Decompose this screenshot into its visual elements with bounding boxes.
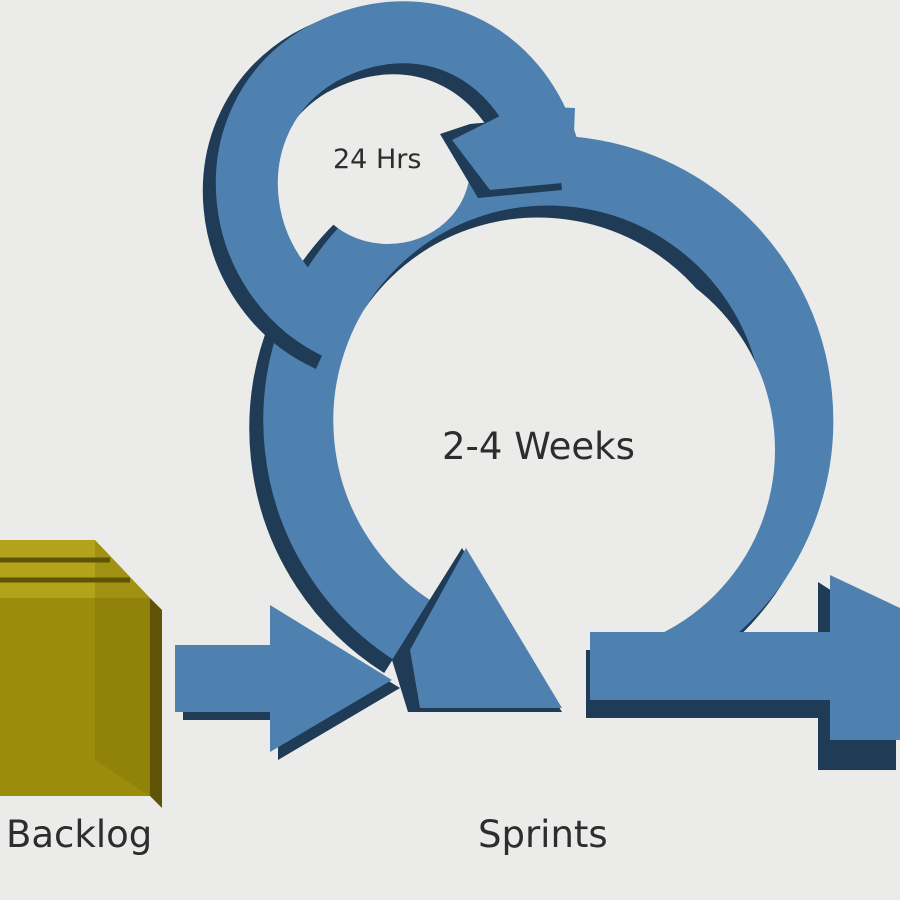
sprint-cycle-label: 2-4 Weeks [442, 425, 635, 468]
backlog-box-front [0, 598, 150, 796]
sprint-loop-arrow-icon [249, 135, 834, 712]
daily-loop-face [215, 1, 578, 359]
sprint-loop-arrowhead [410, 548, 562, 708]
daily-loop-arrow-icon [202, 1, 578, 369]
daily-loop-inner [306, 92, 470, 244]
backlog-label: Backlog [6, 813, 153, 856]
backlog-box-side [95, 540, 150, 796]
backlog-box-top [0, 540, 150, 598]
sprints-label: Sprints [478, 813, 608, 856]
daily-cycle-label: 24 Hrs [333, 144, 422, 175]
sprint-loop-face [263, 135, 834, 694]
backlog-box-icon [0, 540, 162, 808]
sprint-output-arrow-icon [586, 575, 900, 770]
backlog-to-sprint-arrow-icon [175, 605, 400, 760]
input-arrow-face [175, 605, 392, 752]
daily-loop-arrowhead [452, 106, 575, 190]
output-arrow-face [590, 575, 900, 740]
